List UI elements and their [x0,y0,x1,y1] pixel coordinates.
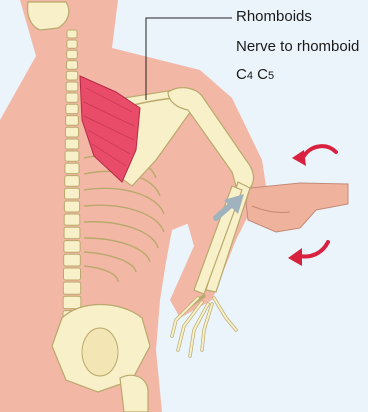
vertebra [65,176,80,187]
vertebra [67,30,77,38]
vertebra [64,254,81,266]
vertebra [65,163,79,173]
vertebra [67,50,78,58]
vertebra [66,104,78,113]
vertebra [64,241,80,253]
vertebra [65,188,80,199]
nerve-label: Nerve to rhomboid [236,39,359,54]
vertebra [64,268,81,280]
sacrum [82,328,118,376]
nerve-root-5: 5 [268,70,274,82]
vertebra [65,151,79,161]
vertebra [64,201,79,212]
vertebra [64,227,80,238]
muscle-label: Rhomboids [236,9,312,24]
vertebra [66,61,77,70]
rotation-arrow-upper [292,146,336,166]
vertebra [66,71,77,80]
vertebra [65,139,79,149]
nerve-root-c: C [236,66,247,83]
femur-head [120,375,148,412]
vertebra [63,282,80,294]
vertebra [64,214,80,225]
nerve-root-sep: C [253,66,268,83]
vertebra [63,296,81,308]
vertebra [66,116,79,126]
vertebra [66,93,78,102]
rotation-arrow-lower [288,242,328,266]
nerve-root-label: C4 C5 [236,67,274,82]
vertebra [65,127,78,137]
examiner-hand [246,183,348,232]
vertebra [67,40,77,48]
vertebra [66,82,78,91]
